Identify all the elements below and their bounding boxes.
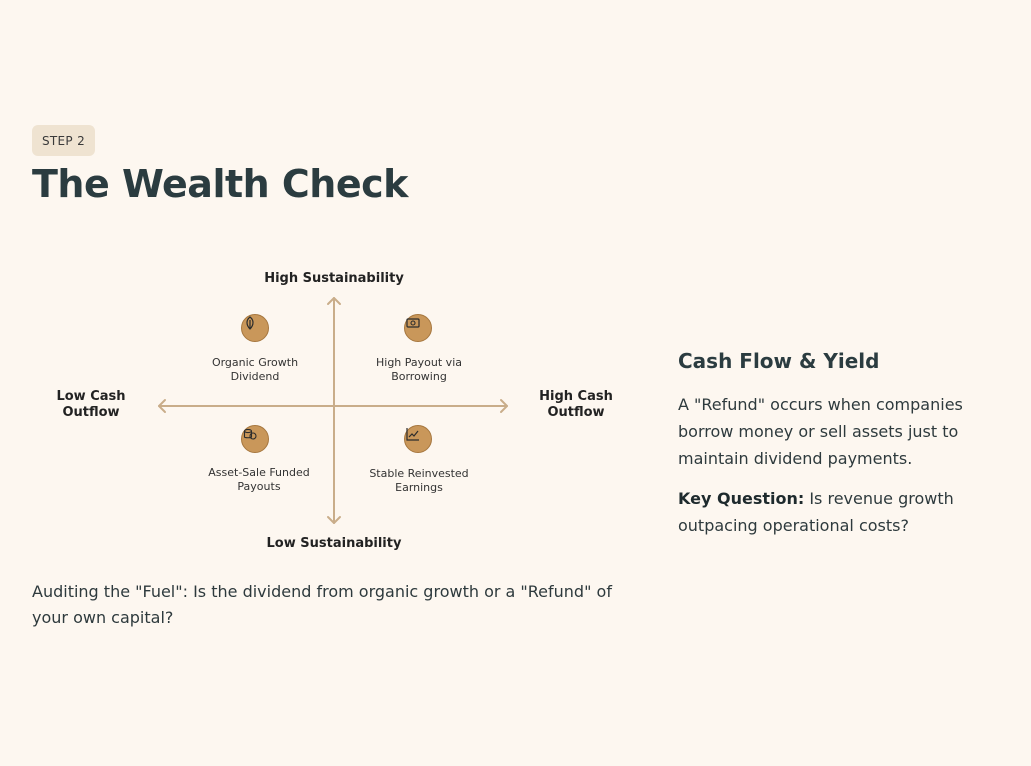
axis-label-bottom: Low Sustainability (266, 536, 402, 551)
page-title: The Wealth Check (32, 162, 408, 206)
arrow-up (327, 297, 341, 305)
leaf-icon (241, 314, 269, 342)
axis-label-top: High Sustainability (264, 271, 404, 286)
axis-label-right: High Cash Outflow (539, 389, 613, 420)
arrow-left (158, 399, 166, 413)
arrow-right (500, 399, 508, 413)
diagram-caption: Auditing the "Fuel": Is the dividend fro… (32, 582, 612, 627)
quadrant-label-borrowing: High Payout via Borrowing (376, 356, 462, 383)
side-title: Cash Flow & Yield (678, 349, 880, 373)
arrow-down (327, 516, 341, 524)
cash-icon (404, 314, 432, 342)
coins-icon (241, 425, 269, 453)
quadrant-label-reinvested: Stable Reinvested Earnings (369, 467, 469, 494)
quadrant-label-organic: Organic Growth Dividend (211, 356, 299, 383)
side-body: A "Refund" occurs when companies borrow … (678, 395, 963, 468)
quadrant-label-asset-sale: Asset-Sale Funded Payouts (208, 466, 310, 493)
axis-label-left: Low Cash Outflow (56, 389, 126, 420)
key-question-label: Key Question: (678, 489, 805, 508)
chart-line-icon (404, 425, 432, 453)
key-question: Key Question: Is revenue growth outpacin… (678, 485, 998, 539)
key-question-text: Is revenue growth outpacing operational … (678, 489, 954, 535)
step-badge: STEP 2 (32, 125, 96, 156)
